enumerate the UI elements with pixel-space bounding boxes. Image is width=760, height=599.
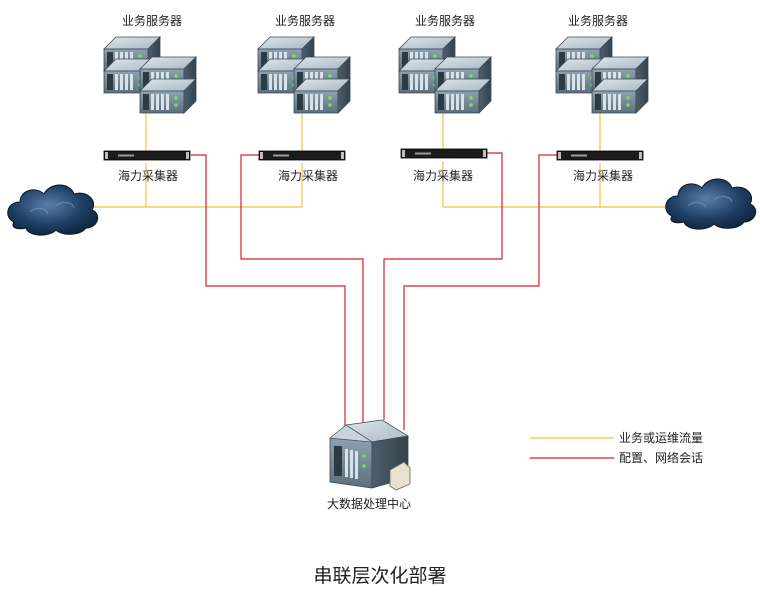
legend-label: 业务或运维流量 — [619, 430, 703, 445]
data-center-server-icon — [329, 419, 411, 491]
collector-3: 海力采集器 — [400, 148, 488, 183]
server-group-label: 业务服务器 — [568, 13, 628, 28]
diagram-title: 串联层次化部署 — [313, 565, 446, 587]
server-rack-icon — [258, 37, 350, 113]
legend-item-config-session: 配置、网络会话 — [530, 450, 703, 465]
config-session-lines — [191, 152, 557, 430]
collector-label: 海力采集器 — [278, 168, 338, 183]
data-center-label: 大数据处理中心 — [327, 496, 411, 511]
server-group-3: 业务服务器 — [399, 13, 491, 113]
server-rack-icon — [104, 37, 196, 113]
legend: 业务或运维流量 配置、网络会话 — [530, 430, 703, 465]
legend-label: 配置、网络会话 — [619, 450, 703, 465]
server-group-4: 业务服务器 — [556, 13, 648, 113]
network-cloud-icon — [7, 184, 99, 236]
collector-label: 海力采集器 — [413, 168, 473, 183]
server-group-label: 业务服务器 — [275, 13, 335, 28]
legend-item-business-flow: 业务或运维流量 — [530, 430, 703, 445]
collector-appliance-icon — [103, 150, 191, 161]
network-cloud-icon — [665, 178, 757, 230]
data-center: 大数据处理中心 — [327, 419, 411, 511]
collector-4: 海力采集器 — [556, 150, 644, 183]
collector-appliance-icon — [400, 148, 488, 159]
collector-appliance-icon — [258, 150, 346, 161]
collector-label: 海力采集器 — [118, 168, 178, 183]
collector-appliance-icon — [556, 150, 644, 161]
server-group-label: 业务服务器 — [415, 13, 475, 28]
collector-2: 海力采集器 — [258, 150, 346, 183]
server-rack-icon — [556, 37, 648, 113]
server-group-1: 业务服务器 — [104, 13, 196, 113]
collector-label: 海力采集器 — [573, 168, 633, 183]
server-group-2: 业务服务器 — [258, 13, 350, 113]
server-rack-icon — [399, 37, 491, 113]
server-group-label: 业务服务器 — [122, 13, 182, 28]
collector-1: 海力采集器 — [103, 150, 191, 183]
